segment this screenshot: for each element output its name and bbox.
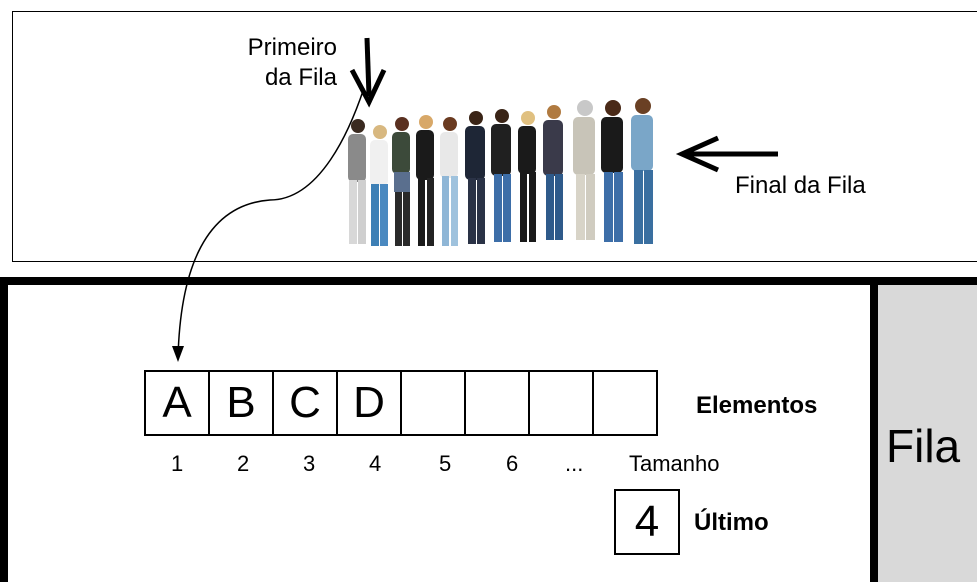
- person-8: [518, 111, 536, 242]
- people-queue-image: [348, 98, 653, 246]
- end-of-queue-label: Final da Fila: [735, 172, 866, 199]
- queue-cell-4: D: [336, 370, 402, 436]
- side-title: Fila: [886, 420, 961, 472]
- queue-cell-3: C: [272, 370, 338, 436]
- index-label: 4: [369, 451, 382, 476]
- person-11: [601, 100, 623, 242]
- person-2: [370, 125, 388, 246]
- first-element-pointer-arrow: [177, 87, 365, 359]
- elements-label: Elementos: [696, 392, 818, 419]
- index-label: 6: [506, 451, 519, 476]
- queue-array: A B C D: [144, 370, 658, 436]
- person-1: [348, 119, 366, 244]
- end-of-queue-arrow: [675, 135, 778, 173]
- index-label: 2: [237, 451, 250, 476]
- first-label-line2: da Fila: [264, 64, 337, 91]
- queue-structure-panel: [0, 277, 977, 582]
- person-7: [491, 109, 511, 242]
- person-4: [416, 115, 434, 246]
- last-value-box: 4: [614, 489, 680, 555]
- index-label: 1: [171, 451, 184, 476]
- queue-cell-6: [464, 370, 530, 436]
- person-9: [543, 105, 563, 240]
- first-of-queue-arrow: [349, 37, 387, 108]
- person-10: [573, 100, 595, 240]
- first-label-line1: Primeiro: [247, 34, 337, 61]
- queue-cell-1: A: [144, 370, 210, 436]
- person-3: [392, 117, 410, 246]
- last-label: Último: [694, 509, 769, 536]
- queue-cell-5: [400, 370, 466, 436]
- index-label: 5: [439, 451, 452, 476]
- person-5: [440, 117, 458, 246]
- queue-cell-7: [528, 370, 594, 436]
- queue-cell-2: B: [208, 370, 274, 436]
- index-label: 3: [303, 451, 316, 476]
- side-title-panel: Fila: [870, 277, 977, 582]
- index-label: ...: [565, 451, 584, 476]
- size-label: Tamanho: [629, 451, 720, 476]
- person-6: [465, 111, 485, 244]
- queue-cell-8: [592, 370, 658, 436]
- person-12: [631, 98, 653, 244]
